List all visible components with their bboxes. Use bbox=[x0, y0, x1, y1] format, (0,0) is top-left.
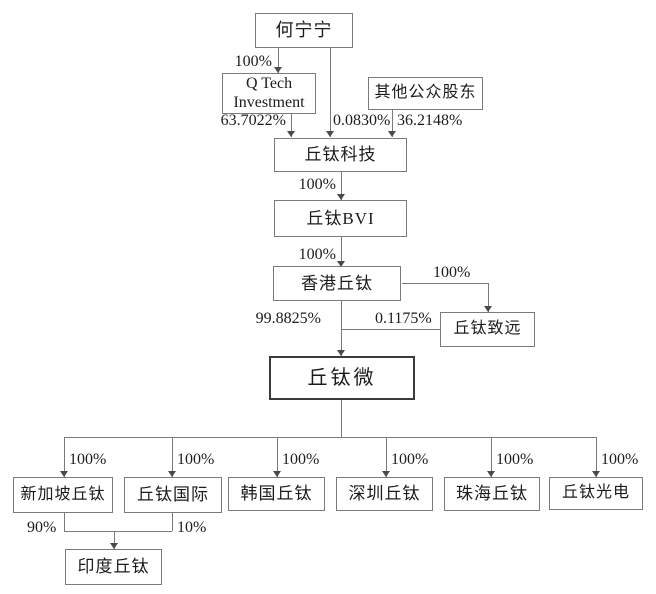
node-qtech-micro: 丘钛微 bbox=[269, 356, 415, 400]
edge-rail-to-optical bbox=[596, 437, 597, 477]
arrowhead-into-india bbox=[110, 543, 118, 549]
node-qtech-keji: 丘钛科技 bbox=[274, 138, 407, 172]
percent-public-to-keji: 36.2148% bbox=[397, 112, 463, 129]
percent-bvi-to-hongkong: 100% bbox=[298, 246, 336, 263]
node-zhuhai-qtech: 珠海丘钛 bbox=[444, 477, 540, 511]
edge-qtech-investment-to-keji bbox=[291, 113, 292, 137]
percent-keji-to-bvi: 100% bbox=[298, 176, 336, 193]
percent-he-to-keji: 0.0830% bbox=[333, 112, 391, 129]
percent-hongkong-to-zhiyuan: 100% bbox=[433, 264, 471, 281]
percent-micro-to-singapore: 100% bbox=[69, 451, 107, 468]
edge-he-to-qtech-investment bbox=[278, 48, 279, 73]
subsidiary-rail bbox=[64, 437, 597, 438]
edge-zhiyuan-to-micro bbox=[342, 329, 440, 330]
edge-rail-to-zhuhai bbox=[491, 437, 492, 477]
arrowhead-into-singapore bbox=[60, 471, 68, 477]
percent-singapore-to-india: 90% bbox=[27, 519, 57, 536]
arrowhead-into-keji-left bbox=[287, 131, 295, 137]
edge-hongkong-to-zhiyuan-v bbox=[488, 283, 489, 312]
arrowhead-into-zhuhai bbox=[487, 471, 495, 477]
node-qtech-international: 丘钛国际 bbox=[124, 477, 222, 513]
edge-singapore-to-india-v bbox=[64, 513, 65, 531]
arrowhead-into-international bbox=[168, 471, 176, 477]
edge-international-to-india-v bbox=[172, 513, 173, 531]
node-q-tech-investment: Q Tech Investment bbox=[222, 73, 316, 114]
edge-keji-to-bvi bbox=[341, 172, 342, 200]
edge-rail-to-singapore bbox=[64, 437, 65, 477]
percent-hongkong-to-micro: 99.8825% bbox=[255, 310, 321, 327]
node-shenzhen-qtech: 深圳丘钛 bbox=[336, 477, 433, 511]
node-india-qtech: 印度丘钛 bbox=[65, 549, 162, 585]
arrowhead-into-zhiyuan bbox=[484, 306, 492, 312]
edge-rail-to-india bbox=[114, 531, 115, 549]
node-hongkong-qtech: 香港丘钛 bbox=[273, 266, 401, 301]
node-qtech-zhiyuan: 丘钛致远 bbox=[440, 312, 535, 347]
arrowhead-into-hongkong bbox=[337, 261, 345, 267]
arrowhead-into-qtech-investment bbox=[274, 67, 282, 73]
percent-qtech-investment-to-keji: 63.7022% bbox=[220, 112, 286, 129]
percent-zhiyuan-to-micro: 0.1175% bbox=[375, 310, 432, 327]
edge-micro-to-rail bbox=[341, 400, 342, 437]
edge-hongkong-to-zhiyuan-h bbox=[402, 283, 488, 284]
arrowhead-into-micro bbox=[337, 350, 345, 356]
arrowhead-into-optical bbox=[592, 471, 600, 477]
percent-micro-to-korea: 100% bbox=[282, 451, 320, 468]
arrowhead-into-korea bbox=[273, 471, 281, 477]
percent-he-to-qtech-investment: 100% bbox=[234, 53, 272, 70]
edge-he-to-keji bbox=[330, 48, 331, 137]
edge-hongkong-to-micro bbox=[341, 301, 342, 356]
node-qtech-optical: 丘钛光电 bbox=[549, 477, 643, 510]
arrowhead-into-keji-mid bbox=[326, 131, 334, 137]
node-other-public-shareholders: 其他公众股东 bbox=[368, 77, 483, 110]
node-qtech-bvi: 丘钛BVI bbox=[274, 200, 407, 237]
arrowhead-into-bvi bbox=[337, 194, 345, 200]
percent-micro-to-zhuhai: 100% bbox=[496, 451, 534, 468]
node-he-ningning: 何宁宁 bbox=[255, 13, 353, 48]
edge-bvi-to-hongkong bbox=[341, 237, 342, 267]
percent-international-to-india: 10% bbox=[177, 519, 207, 536]
arrowhead-into-keji-right bbox=[388, 131, 396, 137]
node-singapore-qtech: 新加坡丘钛 bbox=[13, 477, 113, 513]
percent-micro-to-optical: 100% bbox=[601, 451, 639, 468]
edge-india-rail bbox=[64, 531, 172, 532]
edge-rail-to-shenzhen bbox=[386, 437, 387, 477]
node-korea-qtech: 韩国丘钛 bbox=[228, 477, 325, 511]
edge-public-to-keji bbox=[392, 110, 393, 137]
edge-rail-to-korea bbox=[277, 437, 278, 477]
percent-micro-to-shenzhen: 100% bbox=[391, 451, 429, 468]
edge-rail-to-international bbox=[172, 437, 173, 477]
arrowhead-into-shenzhen bbox=[382, 471, 390, 477]
percent-micro-to-international: 100% bbox=[177, 451, 215, 468]
